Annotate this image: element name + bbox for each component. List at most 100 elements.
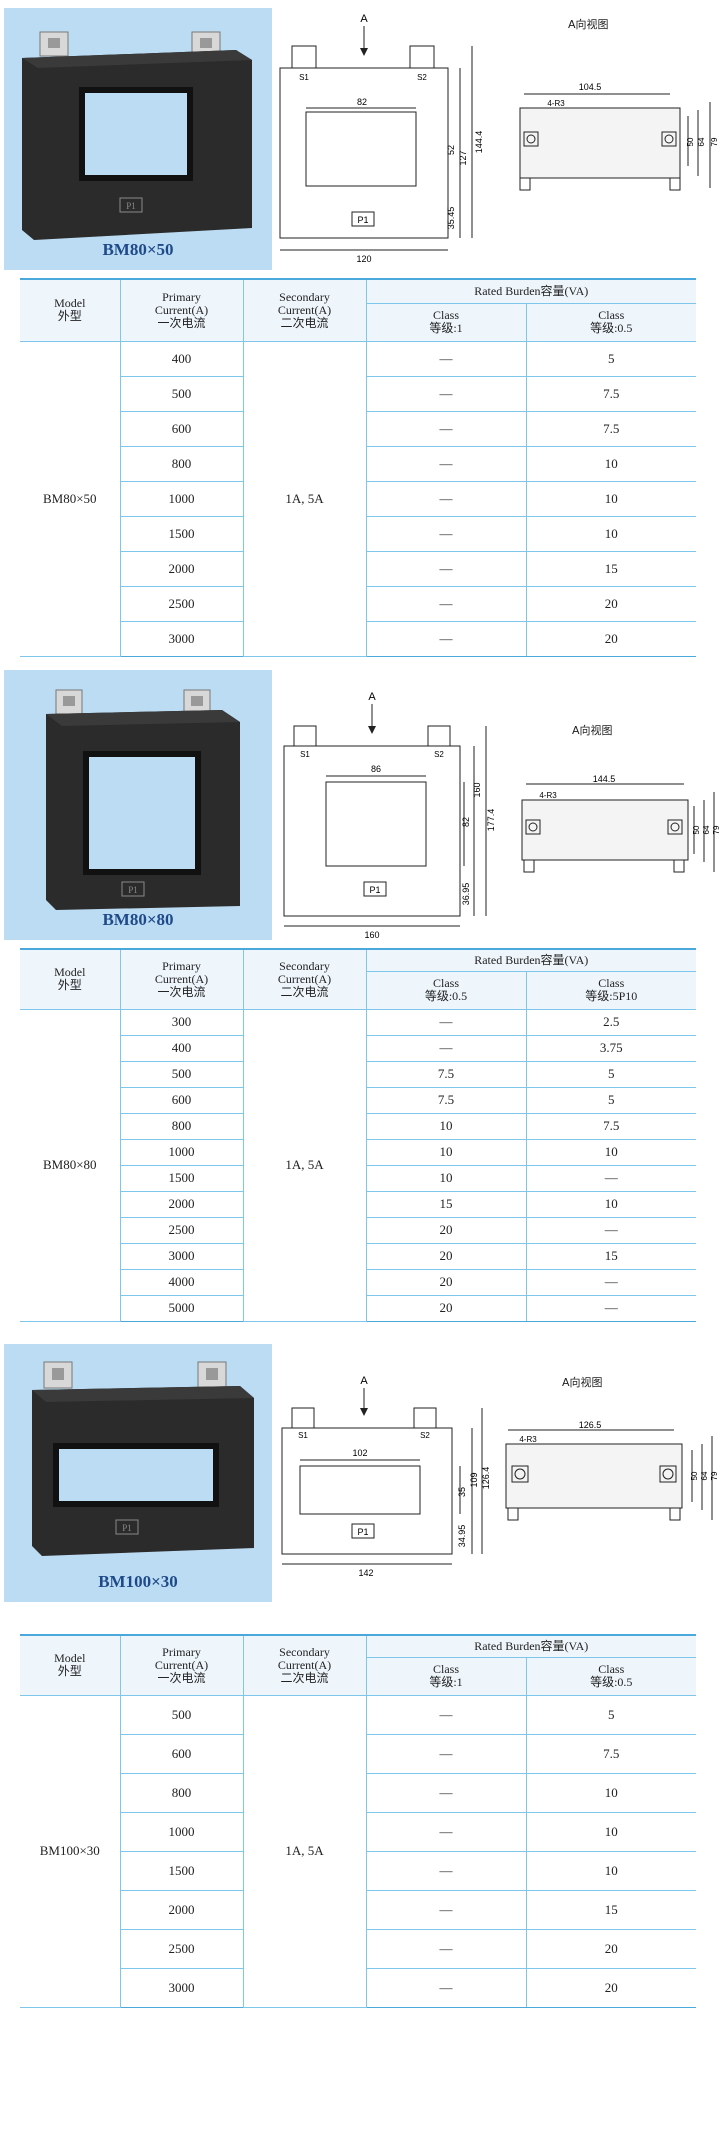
burden-class-b-cell: 15 [525,550,697,587]
dim-width: 160 [364,930,379,940]
primary-current-cell: 2500 [119,1928,244,1969]
primary-current-cell: 600 [119,1733,244,1774]
front-dimension-drawing: A S1 S2 86 P1 160 177.4 160 82 36.95 [283,691,496,940]
burden-class-b-cell: — [525,1164,697,1192]
hole-label: 4-R3 [519,1435,537,1444]
dim-window-width: 86 [371,764,381,774]
burden-class-b-cell: 2.5 [525,1008,697,1036]
product-photo-bm80x80: P1 BM80×80 [4,670,272,940]
burden-class-a-cell: — [365,340,527,377]
table-row: 2000 —15 [20,550,697,587]
hole-label: 4-R3 [539,791,557,800]
table-row: 2000—15 [20,1889,697,1930]
primary-current-cell: 1500 [119,1850,244,1891]
burden-class-a-cell: — [365,1967,527,2008]
dim-side-h2: 64 [700,1471,709,1480]
burden-class-a-cell: — [365,1694,527,1735]
primary-current-cell: 500 [119,1060,244,1088]
burden-class-a-cell: 7.5 [365,1086,527,1114]
primary-current-cell: 500 [119,375,244,412]
burden-class-a-cell: — [365,445,527,482]
view-arrow-label: A [360,1375,368,1387]
dim-side-h1: 50 [692,825,701,834]
burden-class-a-cell: — [365,375,527,412]
dim-side-h1: 50 [686,137,695,146]
current-transformer-image: P1 [32,1361,254,1556]
secondary-current-cell: 1A, 5A [242,1694,367,2008]
model-caption: BM80×50 [102,240,174,259]
burden-class-a-cell: 15 [365,1190,527,1218]
dim-side-h1: 50 [690,1471,699,1480]
dim-side-h3: 79 [712,825,720,834]
s2-label: S2 [417,73,427,82]
s1-label: S1 [299,73,309,82]
dim-side-h2: 64 [702,825,711,834]
burden-class-a-cell: — [365,550,527,587]
table-row: 800 —10 [20,445,697,482]
burden-class-b-cell: 20 [525,620,697,657]
dim-window-height: 82 [461,817,471,827]
burden-class-a-cell: — [365,1889,527,1930]
burden-class-a-cell: — [365,1008,527,1036]
p1-label: P1 [128,885,138,895]
p1-label: P1 [122,1523,132,1533]
dim-side-width: 104.5 [579,82,602,92]
s1-label: S1 [298,1431,308,1440]
p1-label: P1 [369,885,380,895]
burden-class-b-cell: 10 [525,515,697,552]
dim-side-h3: 79 [710,137,719,146]
current-transformer-image: P1 [46,689,240,910]
burden-class-a-cell: — [365,1772,527,1813]
table-row: 600—7.5 [20,1733,697,1774]
dim-window-width: 82 [357,97,367,107]
s2-label: S2 [420,1431,430,1440]
burden-class-b-cell: — [525,1268,697,1296]
burden-class-b-cell: 5 [525,1694,697,1735]
model-cell: BM80×80 [20,1008,121,1322]
burden-class-a-cell: 20 [365,1242,527,1270]
burden-class-a-cell: — [365,1034,527,1062]
burden-class-b-cell: 7.5 [525,410,697,447]
p1-label: P1 [357,1527,368,1537]
burden-class-b-cell: 10 [525,1138,697,1166]
table-row: 2500—20 [20,1928,697,1969]
burden-class-a-cell: — [365,410,527,447]
header-rated-burden: Rated Burden容量(VA) [365,278,697,304]
dim-window-height: 52 [446,145,456,155]
secondary-current-cell: 1A, 5A [242,1008,367,1322]
burden-class-b-cell: 10 [525,1190,697,1218]
primary-current-cell: 2000 [119,550,244,587]
current-transformer-image: P1 [22,31,252,240]
dim-inner-height: 160 [472,782,482,797]
table-row: 500—7.5 [20,375,697,412]
primary-current-cell: 1500 [119,515,244,552]
dim-width: 142 [358,1568,373,1578]
burden-class-b-cell: 10 [525,445,697,482]
primary-current-cell: 800 [119,445,244,482]
primary-current-cell: 400 [119,1034,244,1062]
burden-class-a-cell: 20 [365,1294,527,1322]
primary-current-cell: 400 [119,340,244,377]
side-view-drawing: 104.5 4-R3 50 64 79 [519,82,719,191]
hole-label: 4-R3 [547,99,565,108]
view-arrow-label: A [360,13,368,25]
burden-class-b-cell: 5 [525,1086,697,1114]
table-row: 2500—20 [20,585,697,622]
dim-bottom: 36.95 [461,883,471,906]
dim-bottom: 35.45 [446,207,456,230]
burden-class-b-cell: 20 [525,585,697,622]
